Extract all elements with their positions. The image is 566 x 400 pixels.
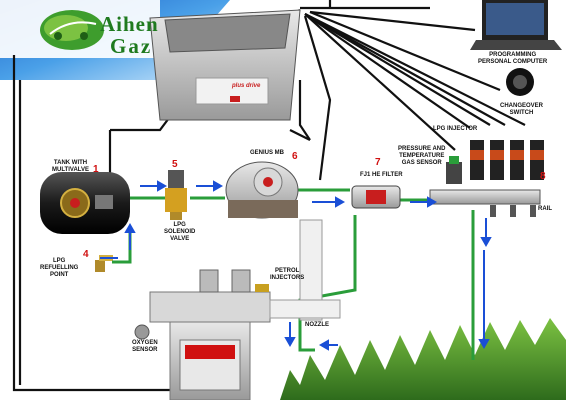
pressure-sensor	[446, 156, 462, 184]
logo-line1: Aihen	[100, 12, 159, 36]
number-6: 6	[292, 151, 298, 162]
lpg-tank	[40, 172, 130, 234]
reducer-genius-mb	[225, 161, 299, 219]
number-8: 8	[540, 171, 546, 182]
computer-icon	[470, 0, 562, 50]
engine	[134, 269, 271, 400]
intake-manifold	[269, 219, 341, 321]
number-4: 4	[83, 249, 89, 260]
solenoid-valve	[165, 170, 187, 220]
ecu-box	[149, 9, 301, 121]
grass	[280, 318, 566, 400]
fj1-filter	[351, 185, 401, 209]
label-nozzle: NOZZLE	[305, 322, 329, 328]
logo-leaf-icon	[40, 10, 104, 50]
number-7: 7	[375, 157, 381, 168]
wiring-harness	[12, 0, 526, 392]
injector-rail	[429, 140, 544, 217]
ecu-brand: plus drive	[232, 83, 261, 89]
flow-arrows	[100, 180, 492, 351]
changeover-switch-icon	[506, 68, 534, 96]
logo-line2: Gaz	[110, 34, 153, 58]
label-rail: RAIL	[538, 206, 552, 212]
label-reducer: GENIUS MB	[250, 150, 285, 156]
number-5: 5	[172, 159, 178, 170]
label-filter: FJ1 HE FILTER	[360, 172, 403, 178]
number-1: 1	[93, 164, 99, 175]
label-lpg-injector: LPG INJECTOR	[433, 126, 478, 132]
